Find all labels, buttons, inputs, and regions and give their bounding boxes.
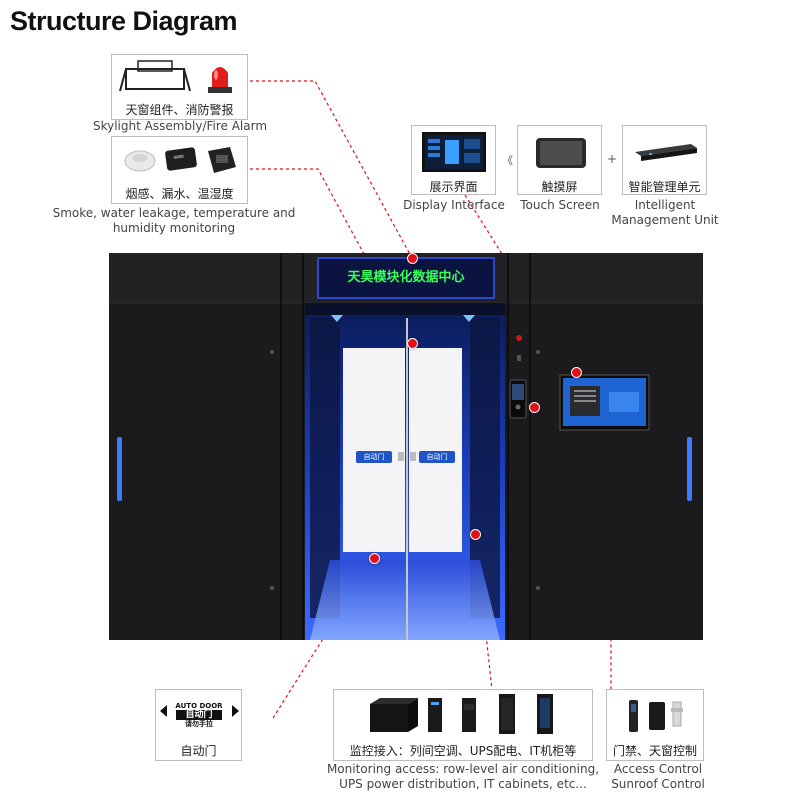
sign-top-text: AUTO DOOR [175, 702, 223, 710]
unit-label-cn: 智能管理单元 [628, 180, 701, 194]
led-sign-text: 天昊模块化数据中心 [347, 270, 465, 285]
monitoring-equipment-icons [370, 694, 553, 734]
skylight-card: 天窗组件、消防警报 [111, 54, 248, 120]
autodoor-label-cn: 自动门 [180, 744, 217, 758]
monitoring-label-cn: 监控接入：列间空调、UPS配电、IT机柜等 [349, 744, 577, 758]
management-unit-icon [635, 144, 697, 161]
marker-monitoring [470, 529, 481, 540]
access-label-cn: 门禁、天窗控制 [612, 744, 697, 758]
touch-card: 触摸屏 [517, 125, 602, 195]
display-label-en: Display Interface [403, 198, 505, 212]
skylight-frame-icon [119, 60, 191, 92]
smoke-detector-icon [124, 150, 156, 172]
skylight-label-en: Skylight Assembly/Fire Alarm [92, 119, 268, 133]
door-tag-left: 自动门 [356, 451, 392, 463]
touch-label-cn: 触摸屏 [541, 180, 578, 194]
unit-card: 智能管理单元 [622, 125, 707, 195]
water-leak-sensor-icon [165, 147, 197, 171]
access-control-icons [629, 700, 683, 732]
door-tag-right: 自动门 [419, 451, 455, 463]
sign-mid-text: 自动门 [176, 710, 222, 720]
skylight-label-cn: 天窗组件、消防警报 [125, 103, 234, 117]
sensors-card: 烟感、漏水、温湿度 [111, 136, 248, 204]
marker-access [529, 402, 540, 413]
humidity-sensor-icon [208, 147, 236, 173]
connector-left: 《 [502, 154, 513, 167]
auto-door-sign-icon: AUTO DOOR 自动门 请勿手拉 [168, 702, 230, 728]
marker-skylight [407, 253, 418, 264]
monitoring-card: 监控接入：列间空调、UPS配电、IT机柜等 [333, 689, 593, 761]
fire-alarm-icon [208, 67, 232, 93]
access-card: 门禁、天窗控制 [606, 689, 704, 761]
access-label-en: Access Control Sunroof Control [611, 762, 705, 791]
display-monitor-icon [422, 132, 486, 172]
marker-sensors [407, 338, 418, 349]
leader-skylight [250, 80, 413, 259]
autodoor-card: AUTO DOOR 自动门 请勿手拉 自动门 [155, 689, 242, 761]
sensors-label-cn: 烟感、漏水、温湿度 [125, 187, 234, 201]
sensors-label-en: Smoke, water leakage, temperature and hu… [52, 206, 296, 235]
display-card: 展示界面 [411, 125, 496, 195]
page-title: Structure Diagram [10, 6, 238, 36]
sign-bottom-text: 请勿手拉 [185, 720, 213, 728]
marker-display [571, 367, 582, 378]
touch-label-en: Touch Screen [520, 198, 600, 212]
door-arrows-icon [160, 705, 239, 717]
monitoring-label-en: Monitoring access: row-level air conditi… [326, 762, 600, 791]
touch-screen-icon [536, 138, 586, 168]
connector-plus: + [607, 152, 618, 166]
unit-label-en: Intelligent Management Unit [611, 198, 719, 227]
marker-autodoor [369, 553, 380, 564]
display-label-cn: 展示界面 [429, 180, 478, 194]
